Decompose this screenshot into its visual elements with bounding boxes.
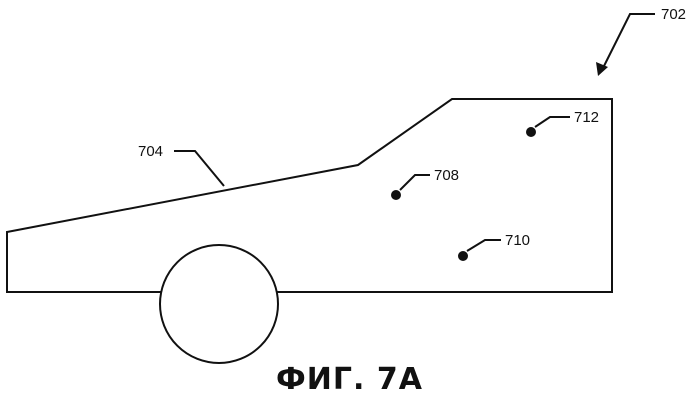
point-712 bbox=[526, 117, 570, 137]
arrow-702 bbox=[596, 14, 655, 76]
vehicle-body-outline bbox=[7, 99, 612, 292]
vehicle-wheel bbox=[160, 245, 278, 363]
leader-704 bbox=[174, 151, 224, 186]
label-702: 702 bbox=[661, 6, 686, 23]
label-708: 708 bbox=[434, 167, 459, 184]
label-710: 710 bbox=[505, 232, 530, 249]
label-712: 712 bbox=[574, 109, 599, 126]
figure-caption: ФИГ. 7А bbox=[0, 362, 699, 397]
point-710 bbox=[458, 240, 501, 261]
point-708 bbox=[391, 175, 430, 200]
label-704: 704 bbox=[138, 143, 163, 160]
